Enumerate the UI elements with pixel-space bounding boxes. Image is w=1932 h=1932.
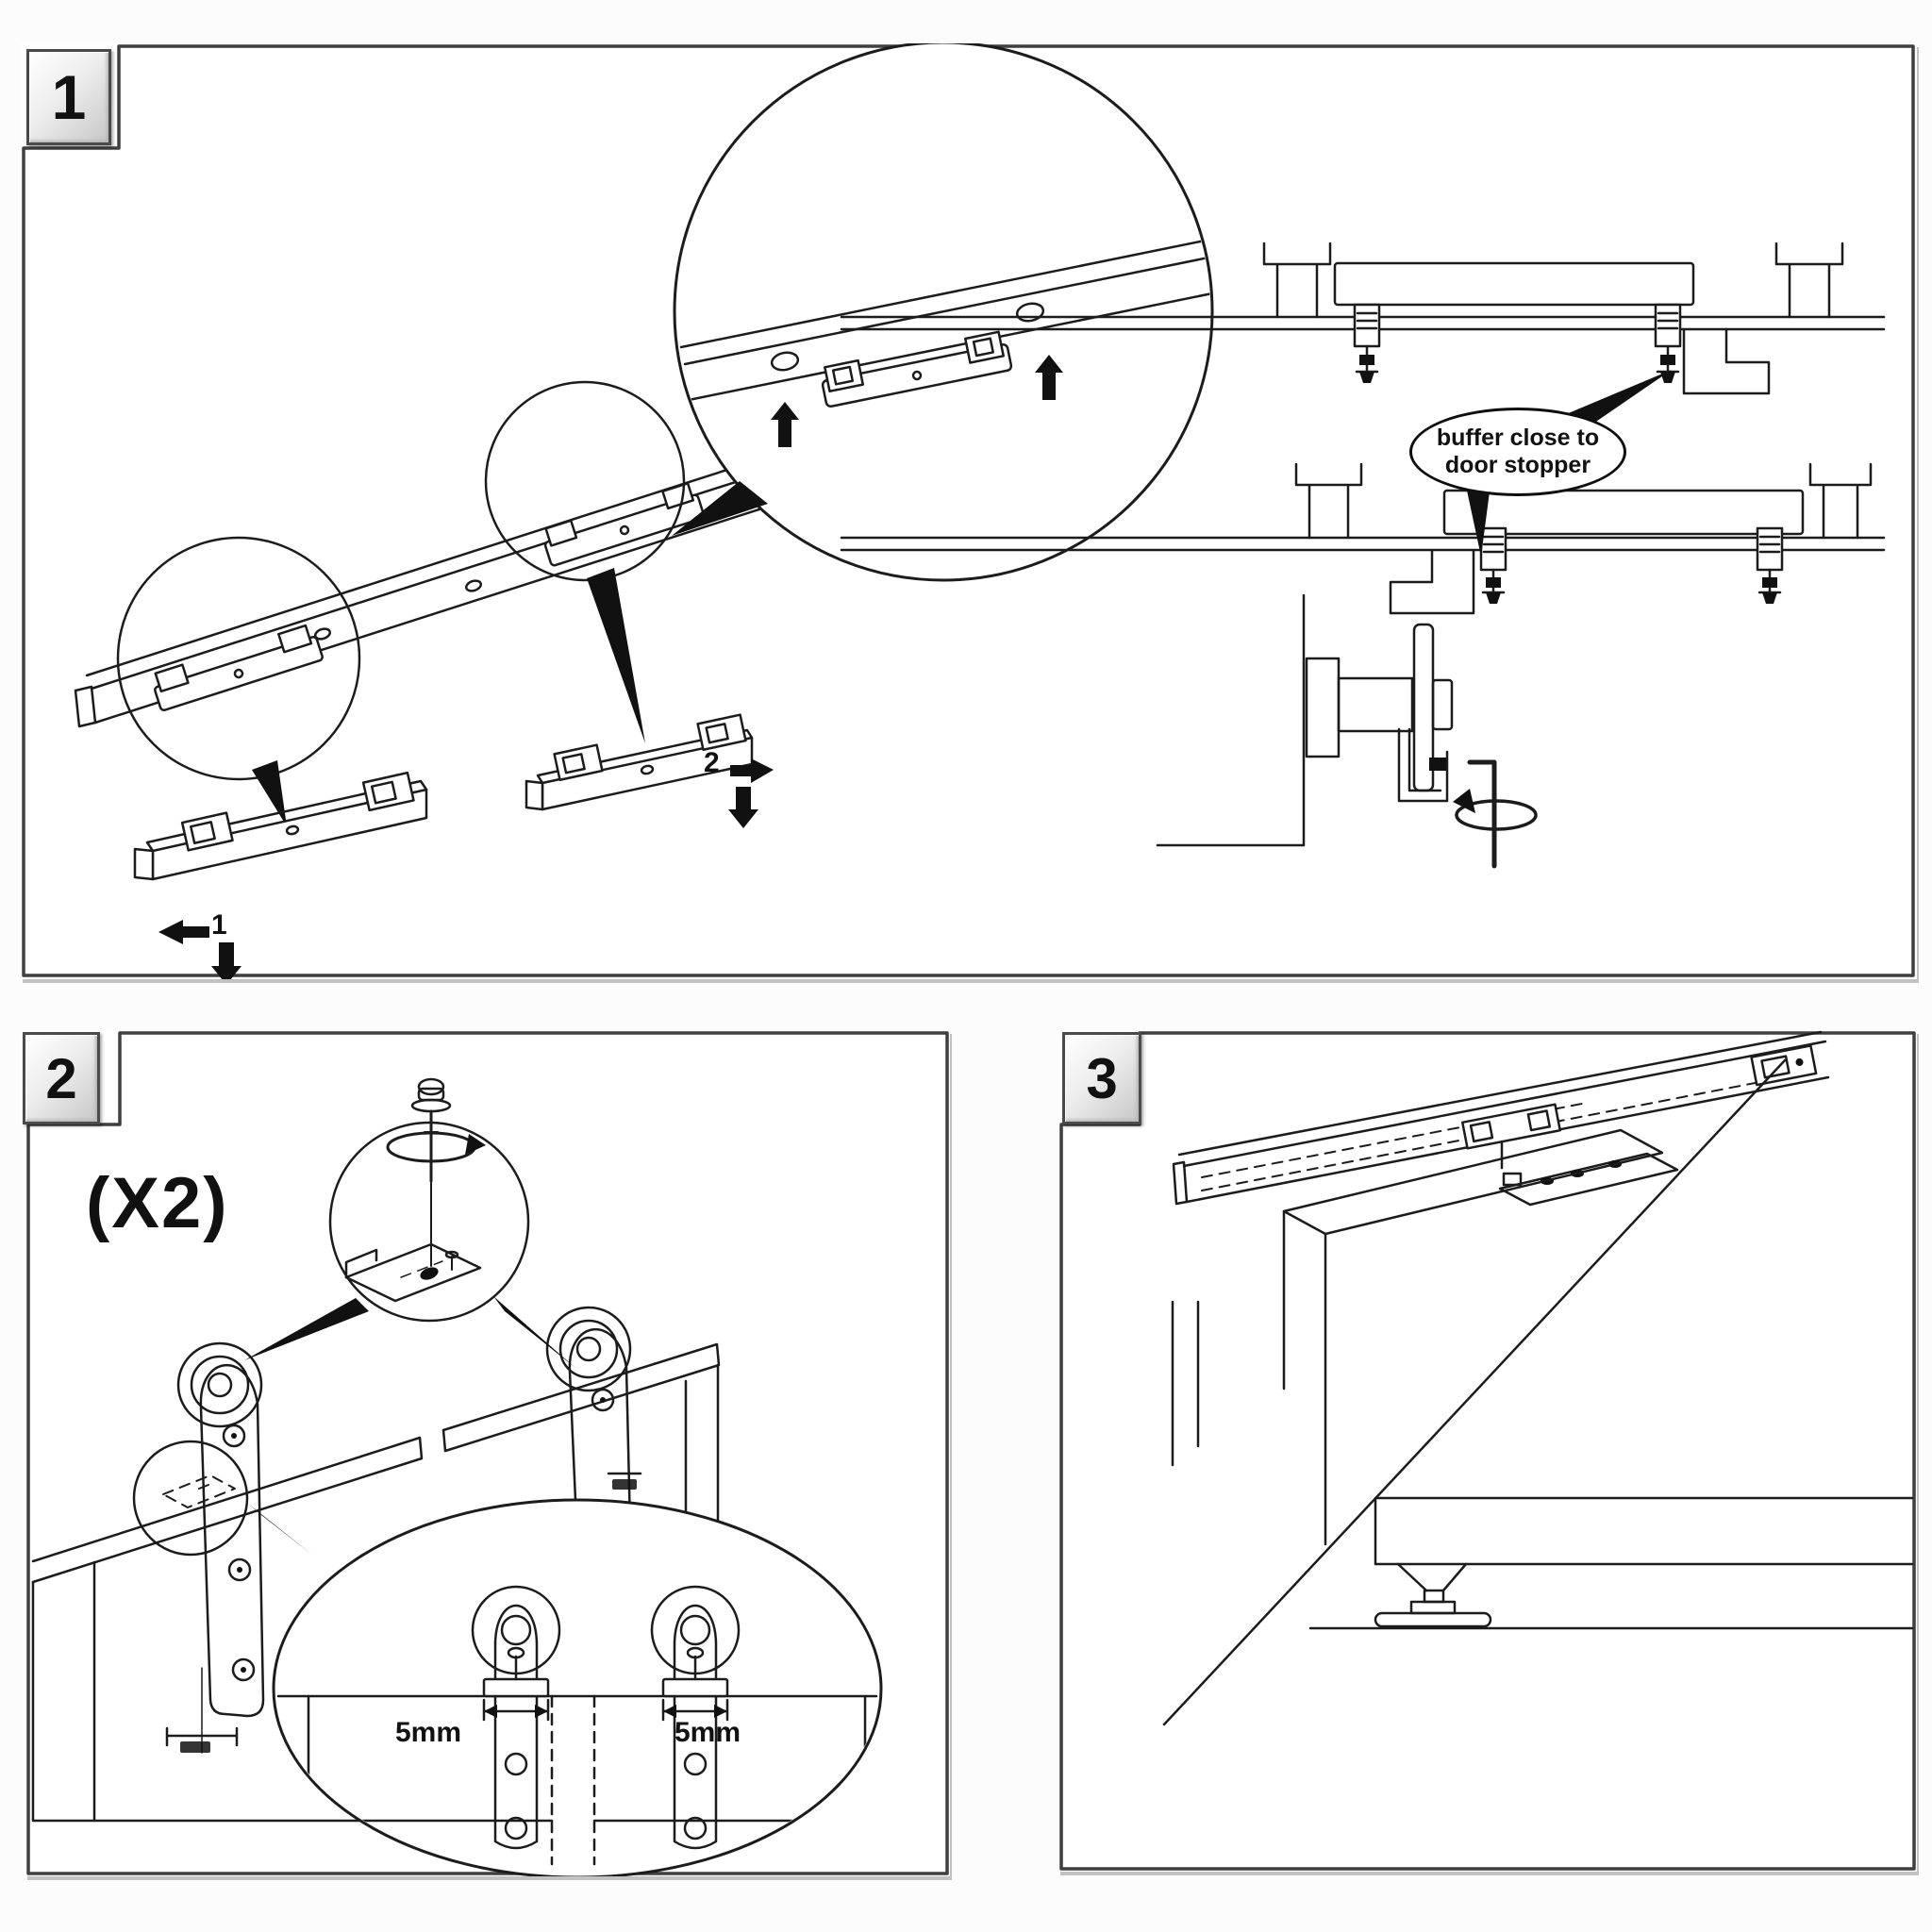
rotation-arrow-icon	[465, 1134, 486, 1155]
pointer-to-right-hanger	[493, 1296, 575, 1368]
step-2-drawing	[26, 1031, 949, 1876]
step-1-number: 1	[51, 62, 87, 132]
pointer-to-buffer-bar-1	[252, 760, 287, 826]
door-stopper	[1682, 327, 1771, 395]
step-3-drawing	[1059, 1030, 1916, 1871]
floor-guide-cross-section	[1308, 1496, 1914, 1630]
detail-circle-left	[116, 536, 361, 781]
step-2-number: 2	[45, 1046, 77, 1110]
diagonal-guide-line	[1162, 1058, 1787, 1726]
pointer-to-left-hanger	[244, 1298, 369, 1360]
screw-adjustment-detail	[328, 1077, 530, 1323]
quantity-multiplier-label: (X2)	[86, 1163, 229, 1243]
door-isometric	[1282, 1128, 1664, 1546]
step-2-panel: (X2) 5mm 5mm	[25, 1030, 950, 1876]
dimension-label-left: 5mm	[395, 1717, 462, 1748]
step-2-badge: 2	[23, 1032, 100, 1124]
panel-1-border	[22, 44, 1915, 977]
up-arrow-icon	[771, 402, 799, 447]
buffer-bar-exploded-2	[525, 713, 754, 811]
left-arrow-icon	[158, 920, 209, 944]
buffer-in-track-left	[154, 624, 324, 711]
callout-line-2: door stopper	[1444, 452, 1591, 478]
soft-close-buffer-left	[1479, 526, 1507, 604]
wall-bracket-hex-key-detail	[1156, 593, 1538, 869]
plate-position-detail	[132, 1440, 249, 1557]
soft-close-buffer-left	[1353, 303, 1381, 383]
track-with-hidden-buffers	[1172, 1030, 1830, 1206]
trigger-plate-on-door	[1498, 1152, 1679, 1207]
pointer-to-door-top	[248, 1504, 312, 1555]
down-arrow-icon	[211, 942, 242, 979]
roller-hanger-left	[165, 1341, 265, 1754]
wall-frame-lines	[1171, 1300, 1200, 1467]
right-arrow-icon	[730, 758, 774, 783]
down-arrow-icon	[728, 787, 758, 828]
up-arrow-icon	[1035, 355, 1063, 400]
pointer-to-buffer-bar-2	[587, 568, 645, 743]
panel-2-border	[26, 1031, 949, 1875]
step-1-panel: 1 2 buffer close to door stopper	[21, 43, 1917, 979]
detail-circle-mid	[484, 380, 686, 582]
step-1-badge: 1	[26, 49, 111, 145]
dimension-label-right: 5mm	[675, 1717, 741, 1748]
step-3-badge: 3	[1062, 1032, 1141, 1124]
buffer-callout: buffer close to door stopper	[1409, 408, 1626, 496]
step-3-number: 3	[1086, 1046, 1118, 1110]
buffer-bar-exploded-1	[133, 771, 428, 881]
ceiling-view-lower	[840, 462, 1886, 615]
pointer-to-track	[672, 481, 768, 536]
buffer-arrow-label-1: 1	[211, 909, 227, 941]
soft-close-buffer-right	[1756, 526, 1784, 604]
soft-close-buffer-right	[1654, 303, 1682, 383]
hex-key-icon	[1453, 759, 1538, 869]
alignment-front-view-detail	[272, 1498, 883, 1876]
buffer-in-track-mid	[543, 482, 706, 567]
panel-3-border	[1059, 1031, 1916, 1871]
step-1-drawing	[22, 43, 1915, 979]
track-magnified-content	[679, 238, 1210, 447]
buffer-arrow-label-2: 2	[704, 747, 720, 778]
callout-line-1: buffer close to	[1436, 424, 1600, 451]
step-3-panel	[1058, 1030, 1917, 1872]
door-stopper	[1389, 549, 1475, 615]
